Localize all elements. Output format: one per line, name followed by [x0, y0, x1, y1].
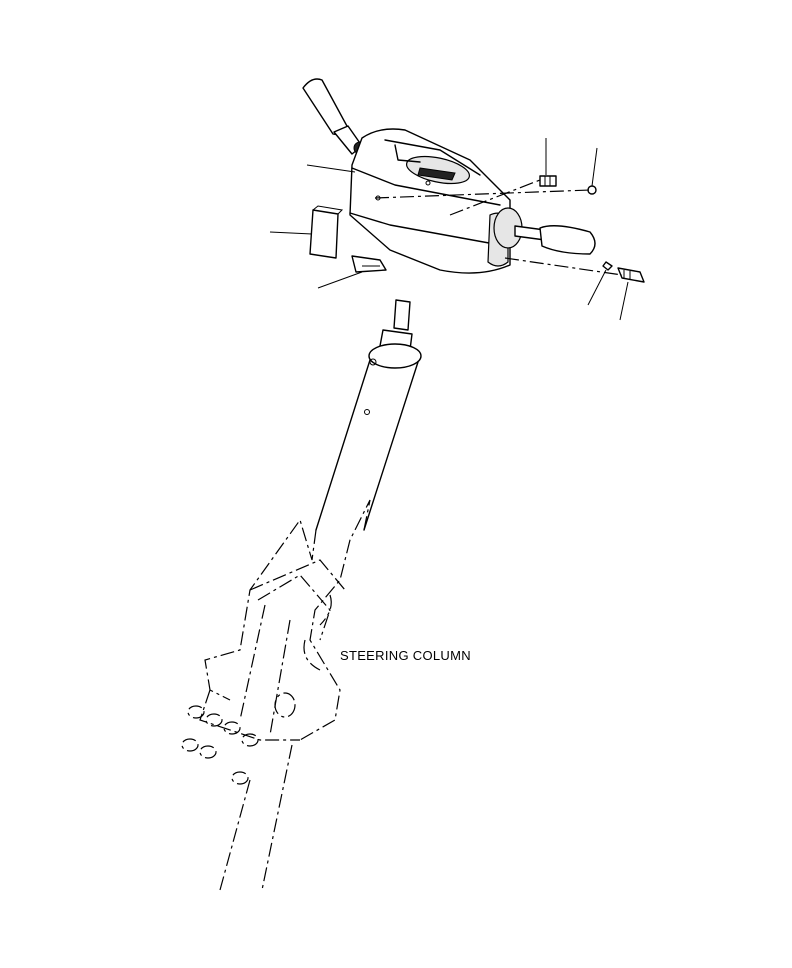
wedge-block [351, 255, 387, 273]
right-lever [493, 207, 596, 255]
left-lever [302, 78, 367, 155]
steering-shaft [315, 299, 422, 531]
cover-block [309, 205, 344, 259]
steering-column-label: STEERING COLUMN [340, 648, 471, 663]
screw-lower [602, 261, 645, 283]
column-bracket-phantom [181, 499, 371, 891]
leader-lines [269, 138, 629, 321]
